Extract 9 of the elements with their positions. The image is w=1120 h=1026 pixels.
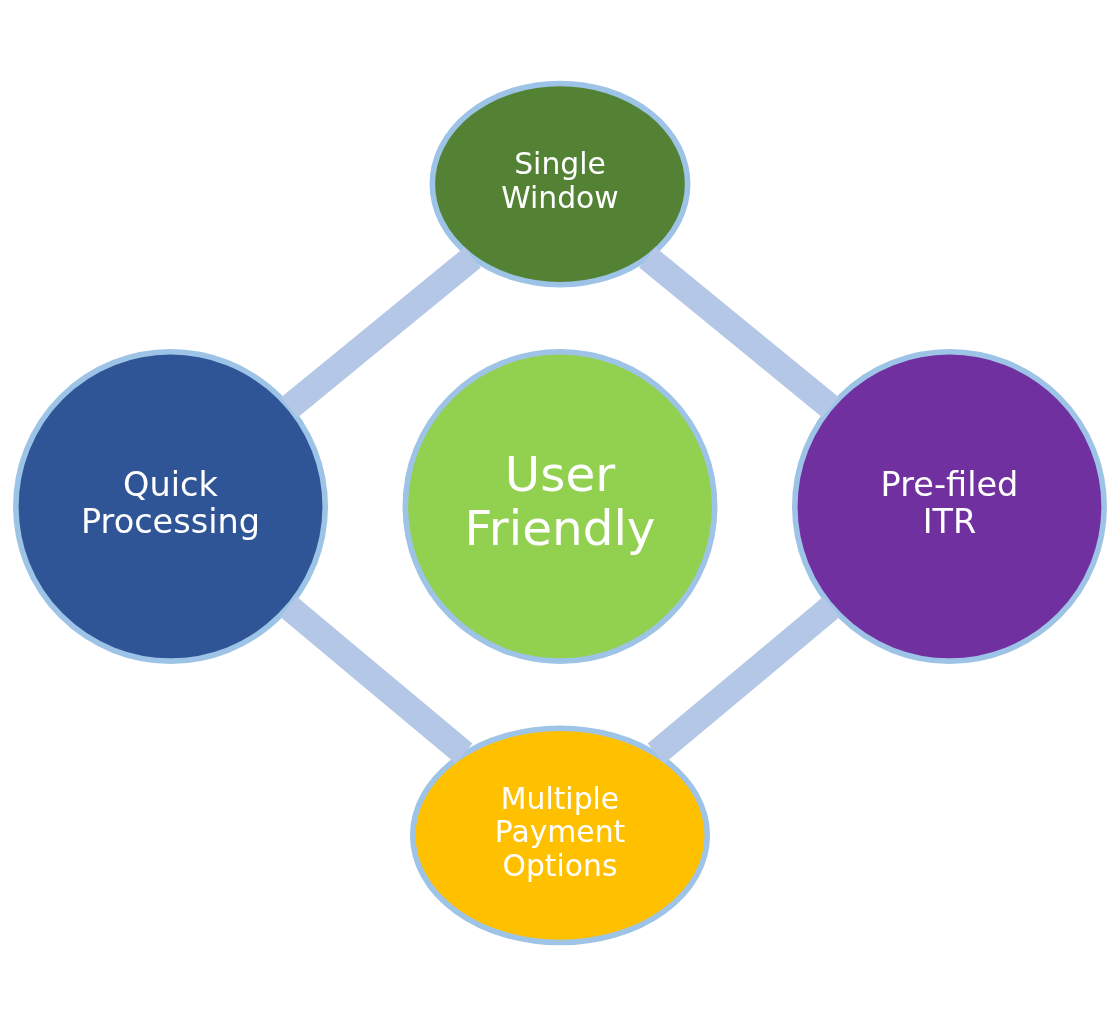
node-circle: Quick Processing <box>13 349 328 664</box>
connector <box>280 596 473 764</box>
node-ellipse: Multiple Payment Options <box>410 725 710 946</box>
node-circle: User Friendly <box>402 349 718 664</box>
connector <box>647 596 840 764</box>
node-circle: Pre-filed ITR <box>792 349 1107 664</box>
connector <box>639 247 839 418</box>
connector <box>281 247 481 418</box>
node-ellipse: Single Window <box>429 80 691 288</box>
